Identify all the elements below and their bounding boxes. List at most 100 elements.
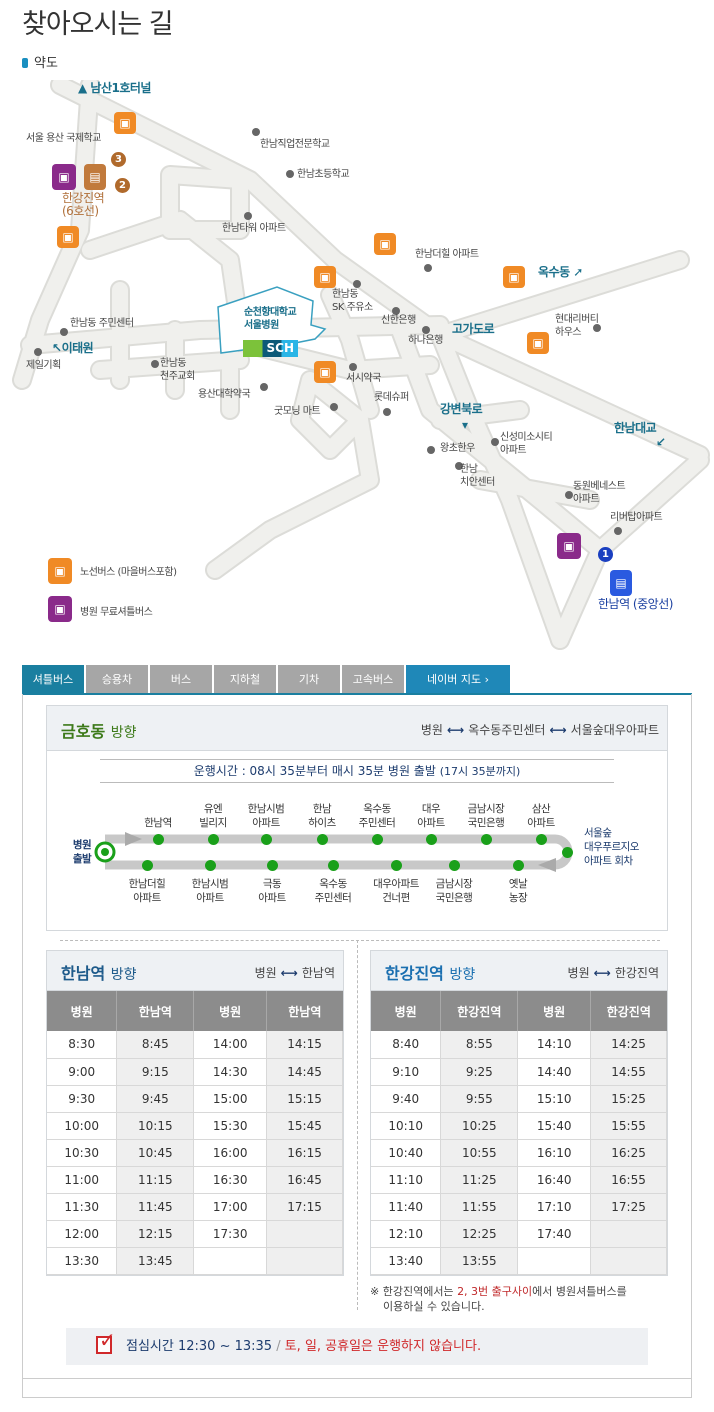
time-cell: 13:55 [440,1247,519,1275]
time-cell: 17:25 [590,1193,667,1221]
stop-dot [391,860,402,871]
place-line: 치안센터 [460,477,495,488]
time-cell [590,1220,667,1248]
stop-label: 옥수동 주민센터 [358,803,396,829]
time-cell: 9:10 [371,1058,442,1086]
time-cell: 8:40 [371,1031,442,1059]
time-cell: 15:30 [193,1112,268,1140]
content-box [22,694,692,1398]
time-cell: 14:10 [517,1031,592,1059]
route-point: 옥수동주민센터 [468,723,546,737]
route-summary: 병원⟷옥수동주민센터⟷서울숲대우아파트 [421,721,659,738]
time-cell: 11:15 [116,1166,195,1194]
time-cell: 11:45 [116,1193,195,1221]
route-point: 병원 [567,966,590,980]
time-cell: 16:10 [517,1139,592,1167]
tab-3[interactable]: 지하철 [214,665,276,694]
stop-dot [513,860,524,871]
place-dot [244,212,252,220]
tab-0[interactable]: 셔틀버스 [22,665,84,694]
time-cell: 14:40 [517,1058,592,1086]
stop-dot [372,834,383,845]
time-cell: 9:00 [47,1058,118,1086]
place-dot [422,326,430,334]
route-point: 한남역 [301,966,335,980]
stop-dot [153,834,164,845]
time-cell: 9:55 [440,1085,519,1113]
tab-6[interactable]: 네이버 지도 › [406,665,510,694]
road-network [12,80,710,650]
place-line: 아파트 [573,494,600,505]
checkbox-icon: ✓ [96,1328,116,1354]
road-label-overpass: 고가도로 [452,322,495,336]
place-label: 굿모닝 마트 [274,406,321,417]
tab-1[interactable]: 승용차 [86,665,148,694]
place-line: 신성미소시티 [500,432,553,443]
stop-dot [536,834,547,845]
stop-dot [267,860,278,871]
time-cell [266,1220,343,1248]
legend-bus-icon: ▣ [48,558,72,584]
time-cell: 10:00 [47,1112,118,1140]
direction-label: 방향 [110,967,137,983]
station-name: 한강진역 [62,191,105,205]
road-label-namsan: ▲ 남산1호터널 [78,81,151,95]
place-line: SK 주유소 [332,302,373,313]
time-cell [517,1247,592,1275]
tab-5[interactable]: 고속버스 [342,665,404,694]
time-cell: 14:00 [193,1031,268,1059]
place-line: 아파트 [500,445,527,456]
place-dot [286,170,294,178]
column-header: 병원 [47,991,118,1031]
tab-4[interactable]: 기차 [278,665,340,694]
place-label: 롯데슈퍼 [374,392,409,403]
panel-title: 금호동 방향 [61,718,137,742]
place-line: 천주교회 [160,371,195,382]
time-cell: 17:10 [517,1193,592,1221]
time-cell: 12:10 [371,1220,442,1248]
time-cell: 14:15 [266,1031,343,1059]
bus-stop-icon: ▣ [527,332,549,354]
column-header: 한강진역 [590,991,667,1031]
station-hangangjin: 한강진역(6호선) [62,191,105,218]
stop-dot [449,860,460,871]
place-label: 리버탑아파트 [610,512,663,523]
time-cell: 10:30 [47,1139,118,1167]
place-dot [614,527,622,535]
tab-2[interactable]: 버스 [150,665,212,694]
time-cell: 14:45 [266,1058,343,1086]
legend-bus-label: 노선버스 (마을버스포함) [80,567,177,578]
time-cell: 11:25 [440,1166,519,1194]
time-cell: 17:30 [193,1220,268,1248]
stop-label: 금남시장 국민은행 [467,803,505,829]
time-cell: 14:30 [193,1058,268,1086]
time-cell: 15:40 [517,1112,592,1140]
time-cell: 17:40 [517,1220,592,1248]
place-dot [330,403,338,411]
sch-logo: SCH [243,340,298,357]
place-dot [427,446,435,454]
stop-dot [261,834,272,845]
hospital-name: 순천향대학교 [244,307,297,318]
place-label: 용산대학약국 [198,389,251,400]
stop-label: 유엔 빌리지 [199,803,227,829]
exit-number: 1 [598,547,613,562]
page-title: 찾아오시는 길 [22,9,174,40]
time-cell: 15:00 [193,1085,268,1113]
shuttle-bus-icon: ▣ [557,533,581,559]
stop-dot [562,847,573,858]
time-cell: 13:45 [116,1247,195,1275]
station-hannam: 한남역 (중앙선) [598,597,673,611]
time-cell: 9:45 [116,1085,195,1113]
road-label-hannam-bridge: 한남대교 [614,421,657,435]
